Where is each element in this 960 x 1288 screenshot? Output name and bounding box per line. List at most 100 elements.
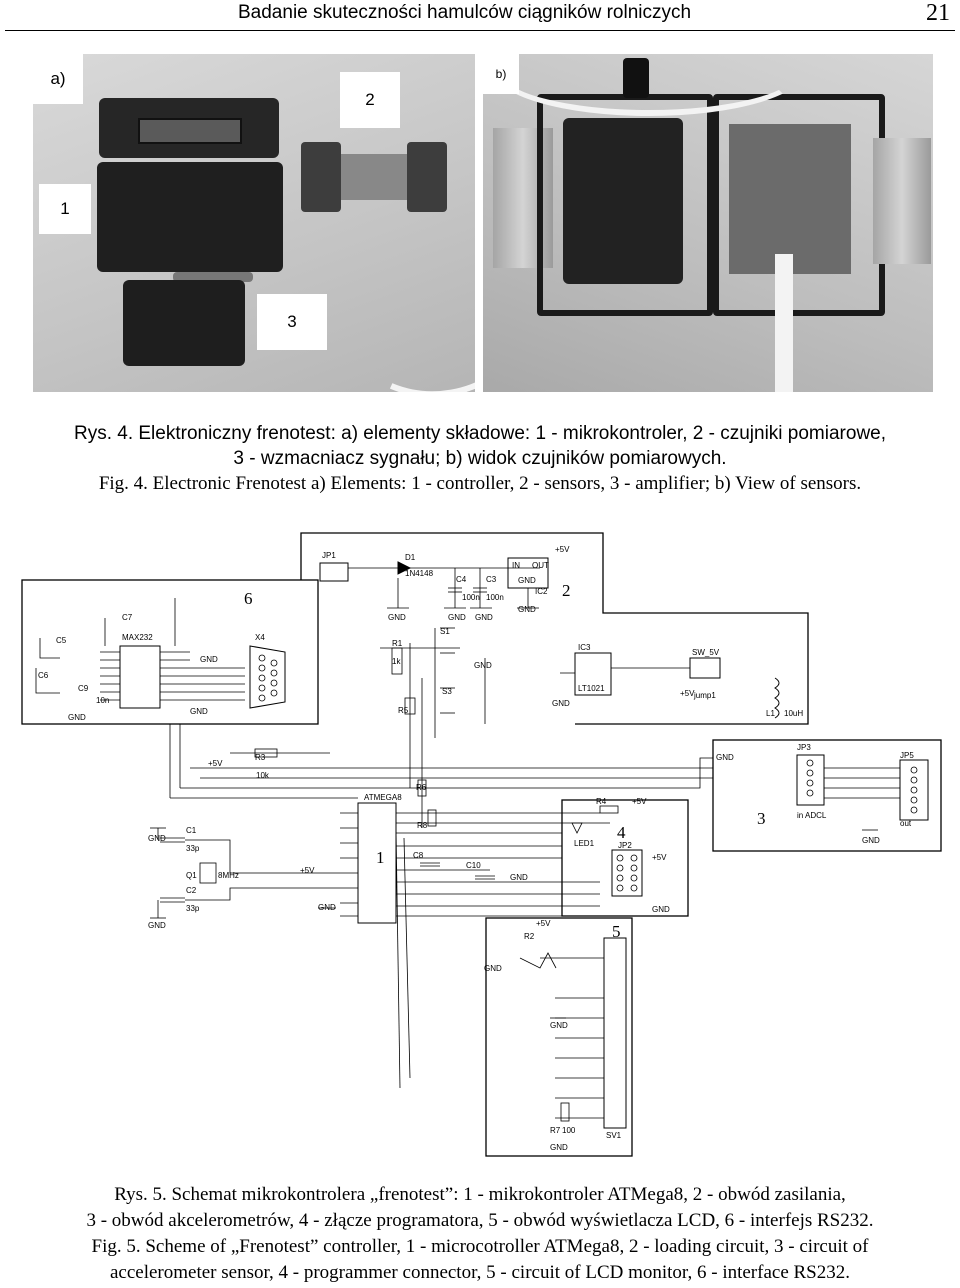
photo-panel-b: b) (483, 54, 933, 392)
sensor-right (407, 142, 447, 212)
block-number-6: 6 (244, 589, 253, 608)
sensor-pcb (729, 124, 851, 274)
block-number-4: 4 (617, 823, 626, 842)
label-r7-value: 100 (562, 1126, 576, 1135)
label-r1-value: 1k (392, 657, 401, 666)
label-r2: R2 (524, 932, 535, 941)
fig5-caption-en-line2: accelerometer sensor, 4 - programmer con… (109, 1262, 851, 1283)
label-gnd-ic3: GND (552, 699, 570, 708)
panel-b-label: b) (483, 54, 519, 94)
jp3-connector (796, 754, 825, 806)
label-atmega8: ATMEGA8 (364, 793, 402, 802)
aluminium-block-right (873, 138, 931, 264)
label-c1: C1 (186, 826, 197, 835)
label-x4: X4 (255, 633, 265, 642)
label-q1-value: 8MHz (218, 871, 239, 880)
fig5-caption-en-line1: Fig. 5. Scheme of „Frenotest” controller… (91, 1236, 869, 1257)
label-jp5: JP5 (900, 751, 914, 760)
label-gnd-r7: GND (550, 1143, 568, 1152)
fig5-caption-pl-line2: 3 - obwód akcelerometrów, 4 - złącze pro… (86, 1210, 874, 1231)
label-c1-value: 33p (186, 844, 200, 853)
label-lt1021: LT1021 (578, 684, 605, 693)
label-gnd-mcu: GND (318, 903, 336, 912)
label-gnd-c3: GND (475, 613, 493, 622)
photo-panel-a: a) 1 2 3 (33, 54, 475, 392)
label-c9: C9 (78, 684, 89, 693)
label-gnd-c4: GND (448, 613, 466, 622)
label-c8: C8 (413, 851, 424, 860)
aluminium-block-left (493, 128, 553, 268)
label-ic2-in: IN (512, 561, 520, 570)
label-jump1: jump1 (693, 691, 716, 700)
label-gnd-d1: GND (388, 613, 406, 622)
block-number-5: 5 (612, 922, 621, 941)
label-gnd-jp5: GND (862, 836, 880, 845)
lcd-window (138, 118, 242, 144)
controller-schematic: 6 2 1 4 3 5 JP1 D1 1N4148 +5V C4 C3 100n… (21, 532, 942, 1157)
block-number-1: 1 (376, 848, 385, 867)
label-l1-value: 10uH (784, 709, 803, 718)
label-ic2: IC2 (535, 587, 548, 596)
label-r5: R5 (398, 706, 409, 715)
fig5-caption-pl-line1: Rys. 5. Schemat mikrokontrolera „frenote… (114, 1184, 846, 1205)
callout-3: 3 (257, 294, 327, 350)
label-jp1: JP1 (322, 551, 336, 560)
label-sw5v: SW_5V (692, 648, 720, 657)
label-plus5v-mcu: +5V (300, 866, 315, 875)
label-plus5v-r3: +5V (208, 759, 223, 768)
label-plus5v-lcd: +5V (536, 919, 551, 928)
label-inadcl: in ADCL (797, 811, 827, 820)
sensor-bracket (341, 154, 407, 200)
cable-loop (493, 54, 805, 116)
fig4-caption-pl-line1: Rys. 4. Elektroniczny frenotest: a) elem… (73, 423, 887, 444)
label-d1: D1 (405, 553, 416, 562)
label-c3-value: 100n (486, 593, 504, 602)
running-title: Badanie skuteczności hamulców ciągników … (238, 2, 692, 23)
label-r3: R3 (255, 753, 266, 762)
label-r1: R1 (392, 639, 403, 648)
fig4-caption-pl-line2: 3 - wzmacniacz sygnału; b) widok czujnik… (233, 448, 727, 469)
label-ic3: IC3 (578, 643, 591, 652)
sensor-left (301, 142, 341, 212)
block-number-3: 3 (757, 809, 766, 828)
block-5-lcd (485, 917, 633, 1157)
ribbon-cable (775, 254, 793, 392)
label-c5: C5 (56, 636, 67, 645)
l1-inductor (774, 677, 780, 719)
header-rule (5, 30, 955, 31)
label-s3: S3 (442, 687, 452, 696)
label-l1: L1 (766, 709, 775, 718)
page-number: 21 (926, 0, 950, 26)
callout-2: 2 (340, 72, 400, 128)
label-gnd-sv1: GND (550, 1021, 568, 1030)
label-gnd-switches: GND (474, 661, 492, 670)
block-number-2: 2 (562, 581, 571, 600)
sw-5v-jumper (689, 657, 721, 679)
jp2-connector (611, 849, 643, 897)
label-plus5v-r4: +5V (632, 797, 647, 806)
label-jp2: JP2 (618, 841, 632, 850)
label-sv1: SV1 (606, 1131, 622, 1140)
label-gnd-ic2: GND (518, 605, 536, 614)
sv1-connector (603, 937, 627, 1129)
label-c7: C7 (122, 613, 133, 622)
label-ic2-gnd: GND (518, 576, 536, 585)
label-c3: C3 (486, 575, 497, 584)
controller-body (97, 162, 283, 272)
jp5-connector (899, 759, 929, 821)
label-plus5v-ic2: +5V (555, 545, 570, 554)
label-max232: MAX232 (122, 633, 153, 642)
panel-a-label: a) (33, 54, 83, 104)
label-c4-value: 100n (462, 593, 480, 602)
label-gnd-jp2: GND (652, 905, 670, 914)
label-r3-value: 10k (256, 771, 270, 780)
jp1-connector (319, 562, 349, 582)
block-3-accelerometer (712, 739, 942, 852)
label-led1: LED1 (574, 839, 595, 848)
label-gnd-c10: GND (510, 873, 528, 882)
label-gnd-jp3: GND (716, 753, 734, 762)
label-gnd-c9: GND (68, 713, 86, 722)
label-c2: C2 (186, 886, 197, 895)
label-c6: C6 (38, 671, 49, 680)
label-q1: Q1 (186, 871, 197, 880)
